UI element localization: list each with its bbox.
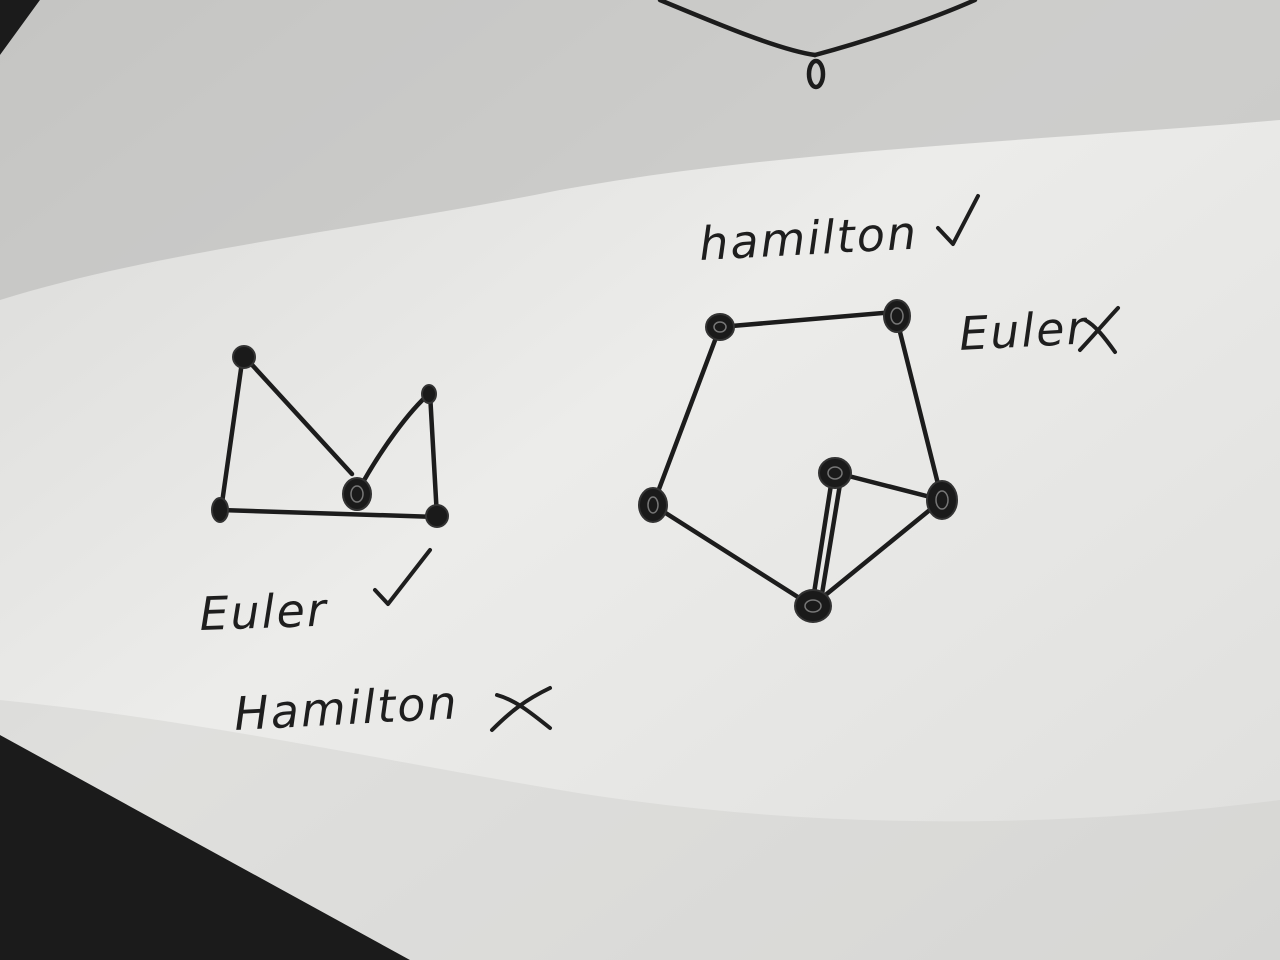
check-icon [373, 548, 432, 606]
node-right-c [638, 487, 668, 523]
edge-right-3 [892, 309, 945, 503]
edge-left-1 [218, 352, 246, 513]
node-left-a [232, 345, 256, 369]
label-right-hamilton: hamilton [698, 206, 920, 271]
edge-right-1 [717, 309, 898, 330]
edge-right-5 [809, 497, 945, 609]
node-right-d [818, 457, 852, 489]
node-left-c [342, 477, 372, 511]
edge-right-2 [650, 324, 723, 508]
top-graph-fragment [657, 0, 978, 90]
edge-right-4 [650, 502, 815, 609]
node-right-f [794, 589, 832, 623]
label-group-left: Euler Hamilton [198, 548, 552, 741]
graph-right [638, 299, 958, 623]
paper-shadow [0, 0, 1280, 300]
label-group-right: hamilton Euler [698, 194, 1120, 361]
node-left-b [211, 497, 229, 523]
label-left-euler: Euler [198, 583, 329, 641]
label-left-hamilton: Hamilton [233, 675, 460, 741]
node-left-d [421, 384, 437, 404]
edge-right-8 [817, 469, 845, 609]
label-right-euler: Euler [958, 300, 1090, 361]
cross-icon [1078, 306, 1120, 354]
node-right-b [883, 299, 911, 333]
edge-left-3 [218, 507, 440, 520]
check-icon [936, 194, 980, 246]
edge-left-2 [240, 352, 355, 477]
node-right-e [926, 480, 958, 520]
edge-right-7 [809, 469, 836, 609]
edge-left-5 [427, 390, 440, 520]
node-right-a [705, 313, 735, 341]
node-left-e [425, 504, 449, 528]
graph-left [211, 345, 449, 528]
paper-shadow-lower [0, 700, 1280, 960]
cross-icon [490, 686, 552, 732]
